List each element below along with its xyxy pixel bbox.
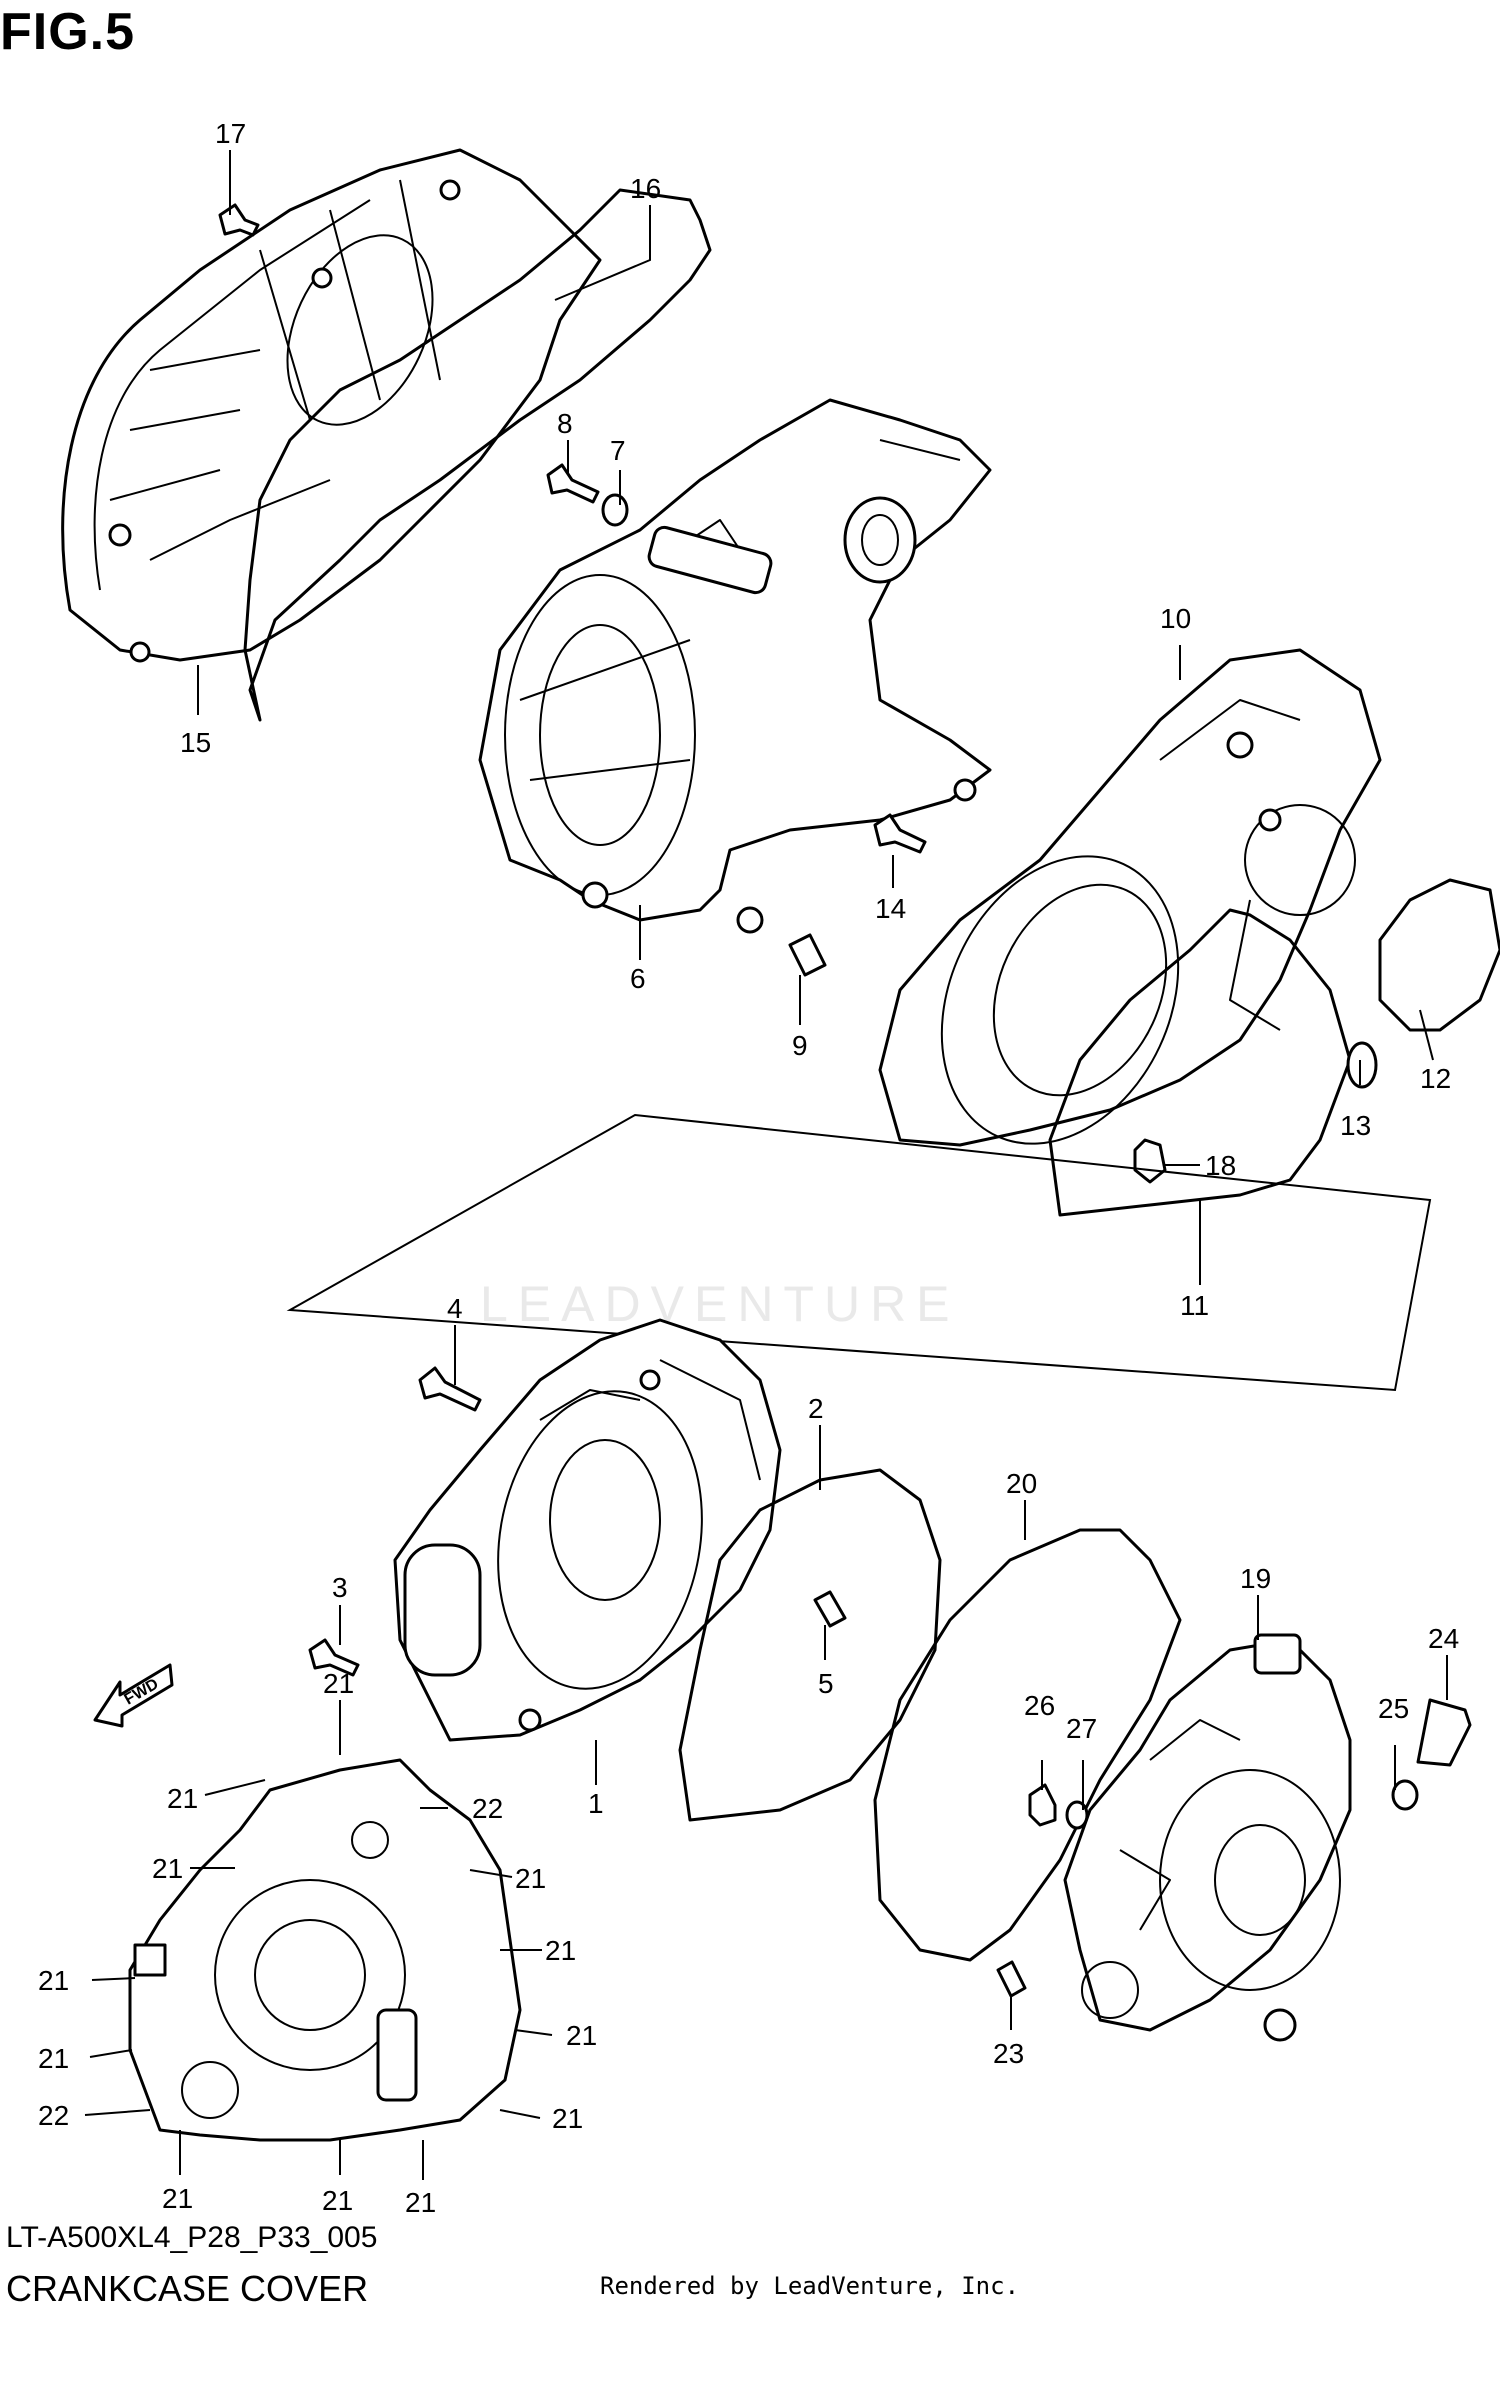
callout-2: 2 xyxy=(808,1393,824,1424)
callout-1: 1 xyxy=(588,1788,604,1819)
part-5-dowel xyxy=(813,1590,847,1628)
part-20-gasket xyxy=(873,1528,1182,1962)
callout-9: 9 xyxy=(792,1030,808,1061)
part-26-plug xyxy=(1028,1783,1057,1827)
callout-22-a: 22 xyxy=(472,1793,503,1824)
callout-21-k: 21 xyxy=(322,2185,353,2216)
part-17-bolt xyxy=(218,203,260,237)
callout-14: 14 xyxy=(875,893,906,924)
part-14-bolt xyxy=(873,813,927,854)
callout-3: 3 xyxy=(332,1572,348,1603)
part-8-bolt xyxy=(546,463,600,504)
callout-6: 6 xyxy=(630,963,646,994)
watermark: LEADVENTURE xyxy=(480,1276,960,1332)
part-10-crankcase-cover xyxy=(878,648,1382,1147)
callout-19: 19 xyxy=(1240,1563,1271,1594)
part-3-bolt xyxy=(308,1638,360,1677)
callout-21-f: 21 xyxy=(545,1935,576,1966)
part-24-plug xyxy=(1416,1698,1472,1767)
callout-7: 7 xyxy=(610,435,626,466)
part-25-oring xyxy=(1391,1779,1419,1811)
callout-13: 13 xyxy=(1340,1110,1371,1141)
part-7-washer xyxy=(601,493,629,527)
callout-10: 10 xyxy=(1160,603,1191,634)
callout-21-a: 21 xyxy=(323,1668,354,1699)
callout-21-b: 21 xyxy=(167,1783,198,1814)
part-21-22-cover-gasket xyxy=(128,1758,522,2142)
callout-21-l: 21 xyxy=(405,2187,436,2218)
callout-11: 11 xyxy=(1180,1290,1209,1321)
leader-lines xyxy=(84,150,1448,2180)
callout-labels: 17 16 8 7 15 6 9 10 14 13 12 18 11 4 3 2… xyxy=(38,118,1459,2218)
part-11-gasket xyxy=(1048,908,1352,1217)
callout-12: 12 xyxy=(1420,1063,1451,1094)
callout-23: 23 xyxy=(993,2038,1024,2069)
callout-27: 27 xyxy=(1066,1713,1097,1744)
callout-24: 24 xyxy=(1428,1623,1459,1654)
part-13-seal xyxy=(1346,1041,1378,1089)
part-19-outer-cover xyxy=(1063,1633,1352,2042)
callout-5: 5 xyxy=(818,1668,834,1699)
assembly-diamond xyxy=(286,1113,1432,1392)
callout-16: 16 xyxy=(630,173,661,204)
part-18-plug xyxy=(1133,1138,1167,1184)
part-6-inner-cover xyxy=(478,398,992,934)
callout-22-b: 22 xyxy=(38,2100,69,2131)
callout-25: 25 xyxy=(1378,1693,1409,1724)
callout-21-e: 21 xyxy=(38,1965,69,1996)
callout-21-g: 21 xyxy=(38,2043,69,2074)
callout-20: 20 xyxy=(1006,1468,1037,1499)
callout-18: 18 xyxy=(1205,1150,1236,1181)
callout-4: 4 xyxy=(447,1293,463,1324)
part-15-clutch-cover xyxy=(61,148,602,663)
callout-21-d: 21 xyxy=(515,1863,546,1894)
callout-26: 26 xyxy=(1024,1690,1055,1721)
model-code: LT-A500XL4_P28_P33_005 xyxy=(6,2221,378,2254)
part-12-gasket xyxy=(1378,878,1500,1032)
part-2-gasket xyxy=(678,1468,942,1822)
callout-8: 8 xyxy=(557,408,573,439)
fwd-arrow: FWD xyxy=(93,1663,174,1728)
part-1-inner-cover xyxy=(393,1318,782,1742)
callout-21-c: 21 xyxy=(152,1853,183,1884)
callout-21-i: 21 xyxy=(552,2103,583,2134)
callout-21-h: 21 xyxy=(566,2020,597,2051)
render-credit: Rendered by LeadVenture, Inc. xyxy=(600,2272,1020,2300)
callout-15: 15 xyxy=(180,727,211,758)
diagram-caption: CRANKCASE COVER xyxy=(6,2268,369,2309)
part-4-bolt xyxy=(418,1366,482,1412)
figure-title: FIG.5 xyxy=(0,3,136,61)
part-16-gasket xyxy=(243,188,712,722)
callout-17: 17 xyxy=(215,118,246,149)
part-23-dowel xyxy=(996,1960,1027,1998)
part-9-dowel xyxy=(788,933,827,977)
callout-21-j: 21 xyxy=(162,2183,193,2214)
